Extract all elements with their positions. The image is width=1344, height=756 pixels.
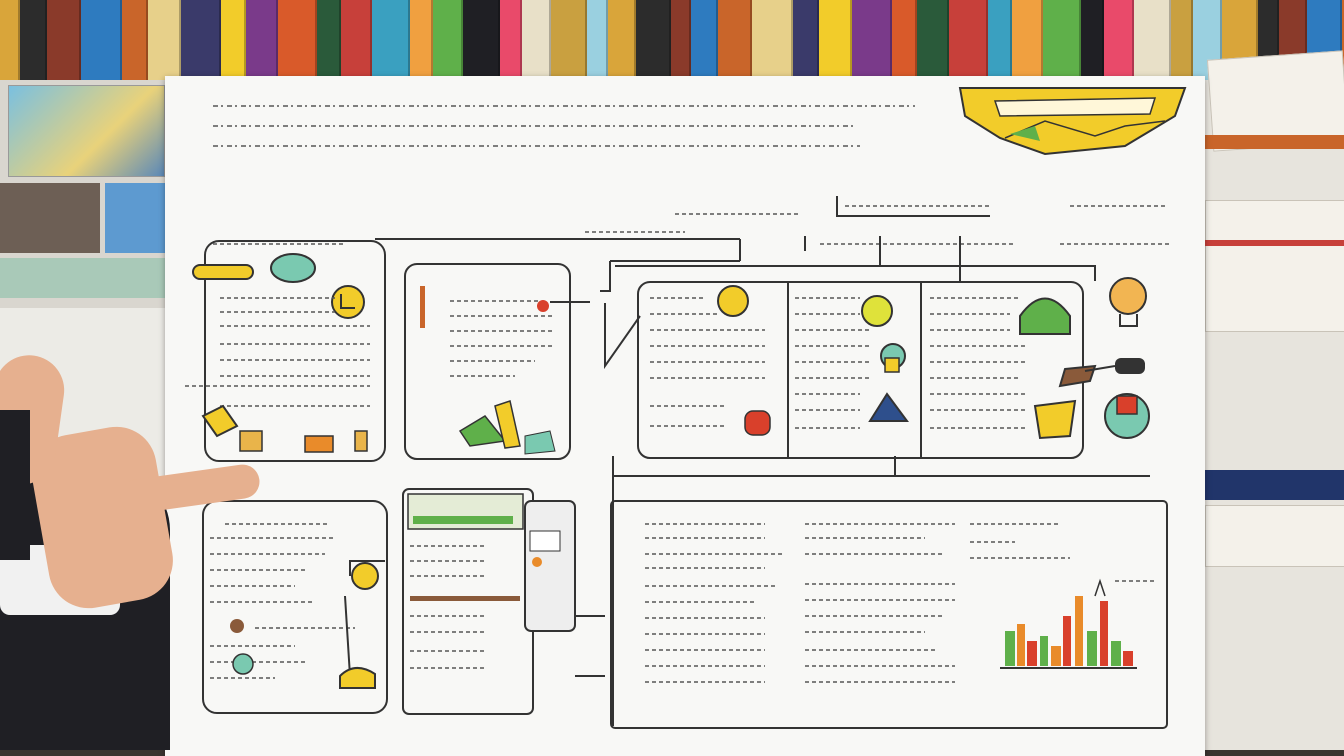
book-spine bbox=[636, 0, 671, 80]
book-spine bbox=[917, 0, 949, 80]
book-spine bbox=[463, 0, 500, 80]
bar-chart-sketch bbox=[1000, 578, 1137, 669]
panel-box bbox=[204, 240, 386, 462]
book-spine bbox=[718, 0, 752, 80]
book-spine bbox=[1104, 0, 1134, 80]
book-spine bbox=[181, 0, 221, 80]
book-spine bbox=[372, 0, 410, 80]
book-spine bbox=[317, 0, 341, 80]
folder-edge bbox=[1205, 240, 1344, 246]
book-spine bbox=[81, 0, 122, 80]
binder bbox=[1205, 470, 1344, 500]
book-spine bbox=[819, 0, 852, 80]
panel-box bbox=[404, 263, 571, 460]
book-spine bbox=[410, 0, 433, 80]
header-scribble bbox=[213, 105, 915, 147]
book-spine bbox=[551, 0, 587, 80]
book-spine bbox=[949, 0, 988, 80]
book-spine bbox=[1134, 0, 1171, 80]
book-spine bbox=[752, 0, 793, 80]
panel-box bbox=[202, 500, 388, 714]
flowchart-drawing bbox=[185, 87, 1187, 729]
book-spine bbox=[278, 0, 317, 80]
background-wall-right bbox=[1205, 50, 1344, 750]
book-spine bbox=[221, 0, 246, 80]
background-picture bbox=[105, 183, 165, 253]
book-spine bbox=[341, 0, 372, 80]
jacket-sleeve-left bbox=[0, 410, 30, 560]
book-spine bbox=[1081, 0, 1104, 80]
background-picture bbox=[0, 258, 165, 298]
background-picture bbox=[0, 183, 100, 253]
book-spine bbox=[148, 0, 181, 80]
book-spine bbox=[1043, 0, 1081, 80]
background-picture bbox=[8, 85, 165, 177]
bookshelf bbox=[0, 0, 1344, 80]
book-spine bbox=[691, 0, 718, 80]
book-spine bbox=[852, 0, 892, 80]
panel-box bbox=[637, 281, 1084, 459]
book-spine bbox=[433, 0, 463, 80]
book-spine bbox=[0, 0, 20, 80]
book-spine bbox=[122, 0, 148, 80]
crate-sketch bbox=[201, 404, 368, 453]
book-spine bbox=[1171, 0, 1193, 80]
book-spine bbox=[793, 0, 819, 80]
book-spine bbox=[608, 0, 636, 80]
book-spine bbox=[1012, 0, 1043, 80]
landscape-sketch bbox=[958, 87, 1187, 156]
book-spine bbox=[587, 0, 608, 80]
book-spine bbox=[522, 0, 551, 80]
book-spine bbox=[892, 0, 917, 80]
book-spine bbox=[47, 0, 81, 80]
paper-sheet bbox=[1205, 505, 1344, 567]
book-spine bbox=[1342, 0, 1344, 80]
panel-box bbox=[610, 500, 1168, 729]
book-spine bbox=[500, 0, 522, 80]
book-spine bbox=[20, 0, 47, 80]
flowchart-poster bbox=[165, 76, 1205, 756]
book-spine bbox=[988, 0, 1012, 80]
book-spine bbox=[671, 0, 691, 80]
paper-sheet bbox=[1205, 200, 1344, 332]
yellow-pill bbox=[192, 264, 254, 280]
folder-edge bbox=[1205, 135, 1344, 149]
book-spine bbox=[246, 0, 278, 80]
